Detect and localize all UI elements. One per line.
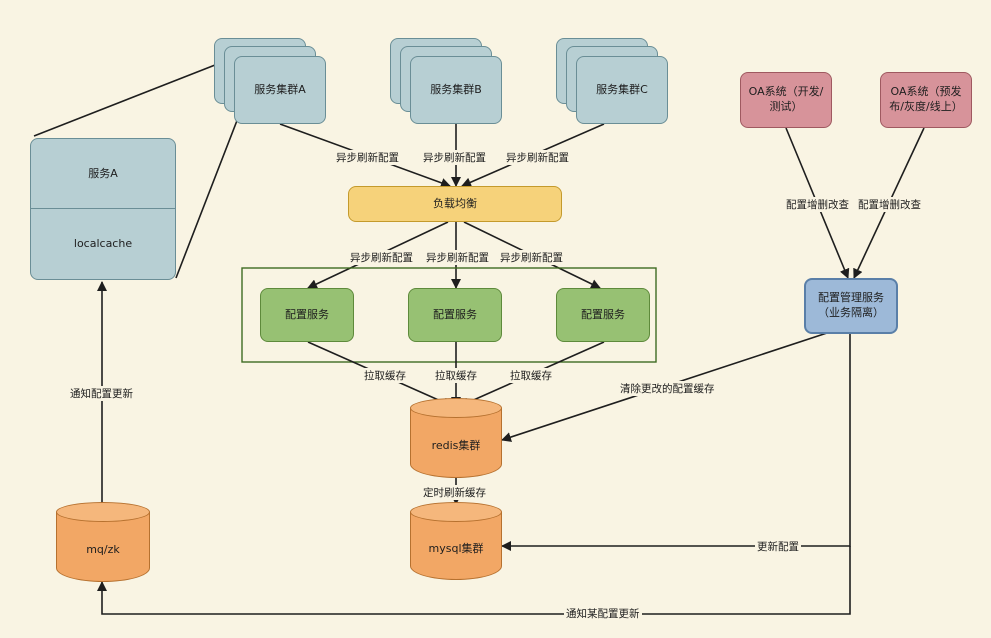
edge-manager-mysql [501,334,851,551]
label-async-refresh-1: 异步刷新配置 [348,250,415,265]
service-a-label: 服务A [88,166,118,180]
cluster-a-label: 服务集群A [254,82,306,96]
oa-system-dev-label: OA系统（开发/测试） [748,85,824,113]
config-service-1: 配置服务 [260,288,354,342]
mysql-cluster: mysql集群 [410,502,502,580]
config-service-2-label: 配置服务 [433,307,477,321]
label-async-refresh-3: 异步刷新配置 [498,250,565,265]
label-config-crud-prod: 配置增删改查 [856,197,923,212]
label-notify-some-update: 通知某配置更新 [564,606,642,621]
label-async-refresh-a: 异步刷新配置 [334,150,401,165]
label-async-refresh-b: 异步刷新配置 [421,150,488,165]
cluster-b: 服务集群B [410,56,502,124]
label-update-config: 更新配置 [755,539,801,554]
cluster-a-zoom-line-top [33,55,239,137]
config-manager-service: 配置管理服务（业务隔离） [804,278,898,334]
cluster-b-label: 服务集群B [430,82,482,96]
service-a: 服务A [30,138,176,210]
mysql-cluster-label: mysql集群 [428,542,484,555]
label-async-refresh-c: 异步刷新配置 [504,150,571,165]
label-pull-cache-2: 拉取缓存 [433,368,479,383]
cluster-c-label: 服务集群C [596,82,648,96]
cluster-c: 服务集群C [576,56,668,124]
config-service-group [241,267,657,363]
redis-cluster: redis集群 [410,398,502,478]
label-config-crud-dev: 配置增删改查 [784,197,851,212]
config-service-1-label: 配置服务 [285,307,329,321]
config-manager-label: 配置管理服务（业务隔离） [818,291,884,319]
label-notify-update: 通知配置更新 [68,386,135,401]
cluster-a-zoom-line-bottom [175,117,239,279]
label-timed-refresh: 定时刷新缓存 [421,485,488,500]
cluster-a: 服务集群A [234,56,326,124]
label-pull-cache-3: 拉取缓存 [508,368,554,383]
edge-manager-mq [97,546,851,615]
oa-system-prod: OA系统（预发布/灰度/线上） [880,72,972,128]
label-async-refresh-2: 异步刷新配置 [424,250,491,265]
mq-zk-label: mq/zk [86,542,120,556]
config-service-3: 配置服务 [556,288,650,342]
redis-cluster-label: redis集群 [431,439,481,452]
config-service-2: 配置服务 [408,288,502,342]
load-balancer: 负载均衡 [348,186,562,222]
label-pull-cache-1: 拉取缓存 [362,368,408,383]
config-service-3-label: 配置服务 [581,307,625,321]
mq-zk: mq/zk [56,502,150,582]
label-clear-cache: 清除更改的配置缓存 [618,381,717,396]
oa-system-dev: OA系统（开发/测试） [740,72,832,128]
oa-system-prod-label: OA系统（预发布/灰度/线上） [889,85,963,113]
load-balancer-label: 负载均衡 [433,196,477,210]
localcache-label: localcache [73,236,133,250]
localcache: localcache [30,208,176,280]
